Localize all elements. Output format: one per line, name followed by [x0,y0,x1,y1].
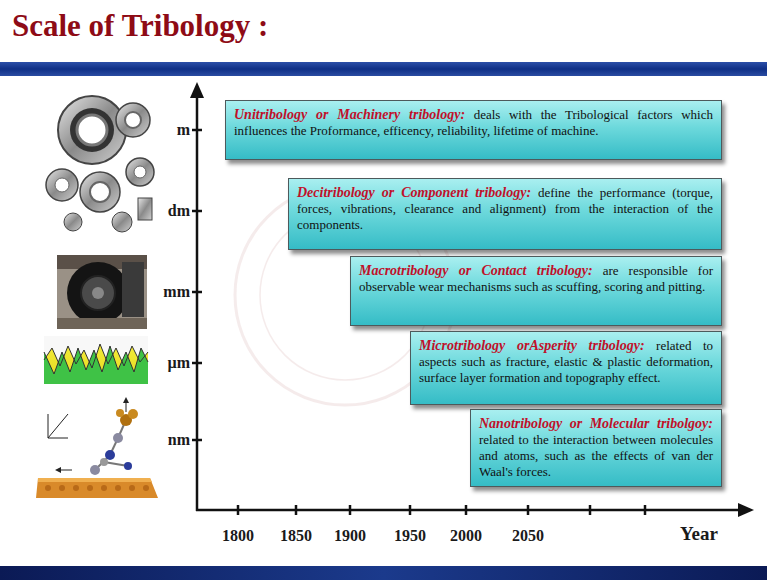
scale-box: Decitribology or Component tribology: de… [288,178,722,250]
year-tick: 2000 [450,527,482,545]
footer-band [0,566,767,580]
year-tick: 1850 [280,527,312,545]
scale-box: Nanotribology or Molecular tribolgoy: re… [470,409,722,487]
bearing-illustration [46,96,154,232]
year-tick: 2050 [512,527,544,545]
scale-heading: Microtribology orAsperity tribology: [419,338,645,353]
asperity-illustration [44,336,148,384]
header-band [0,62,767,76]
scale-description: related to the interaction between molec… [479,432,713,479]
scale-unit: µm [167,354,190,372]
scale-unit: m [177,121,190,139]
year-tick: 1950 [394,527,426,545]
axis-title: Year [680,523,718,545]
slide-title: Scale of Tribology : [12,8,268,44]
axis-arrowhead [190,82,204,98]
tire-illustration [57,255,147,329]
scale-heading: Nanotribology or Molecular tribolgoy: [479,416,713,431]
scale-box: Macrotribology or Contact tribology: are… [350,256,722,326]
scale-unit: nm [168,431,190,449]
scale-heading: Unitribology or Machinery tribology: [234,107,465,122]
axes [192,94,742,515]
scale-box: Microtribology orAsperity tribology: rel… [410,331,722,405]
molecule-illustration [36,397,158,498]
scale-heading: Decitribology or Component tribology: [297,185,531,200]
scale-unit: dm [168,202,190,220]
scale-heading: Macrotribology or Contact tribology: [359,263,593,278]
axis-arrowhead [738,503,754,517]
year-tick: 1900 [334,527,366,545]
scale-unit: mm [163,283,190,301]
year-tick: 1800 [222,527,254,545]
scale-box: Unitribology or Machinery tribology: dea… [225,100,722,160]
